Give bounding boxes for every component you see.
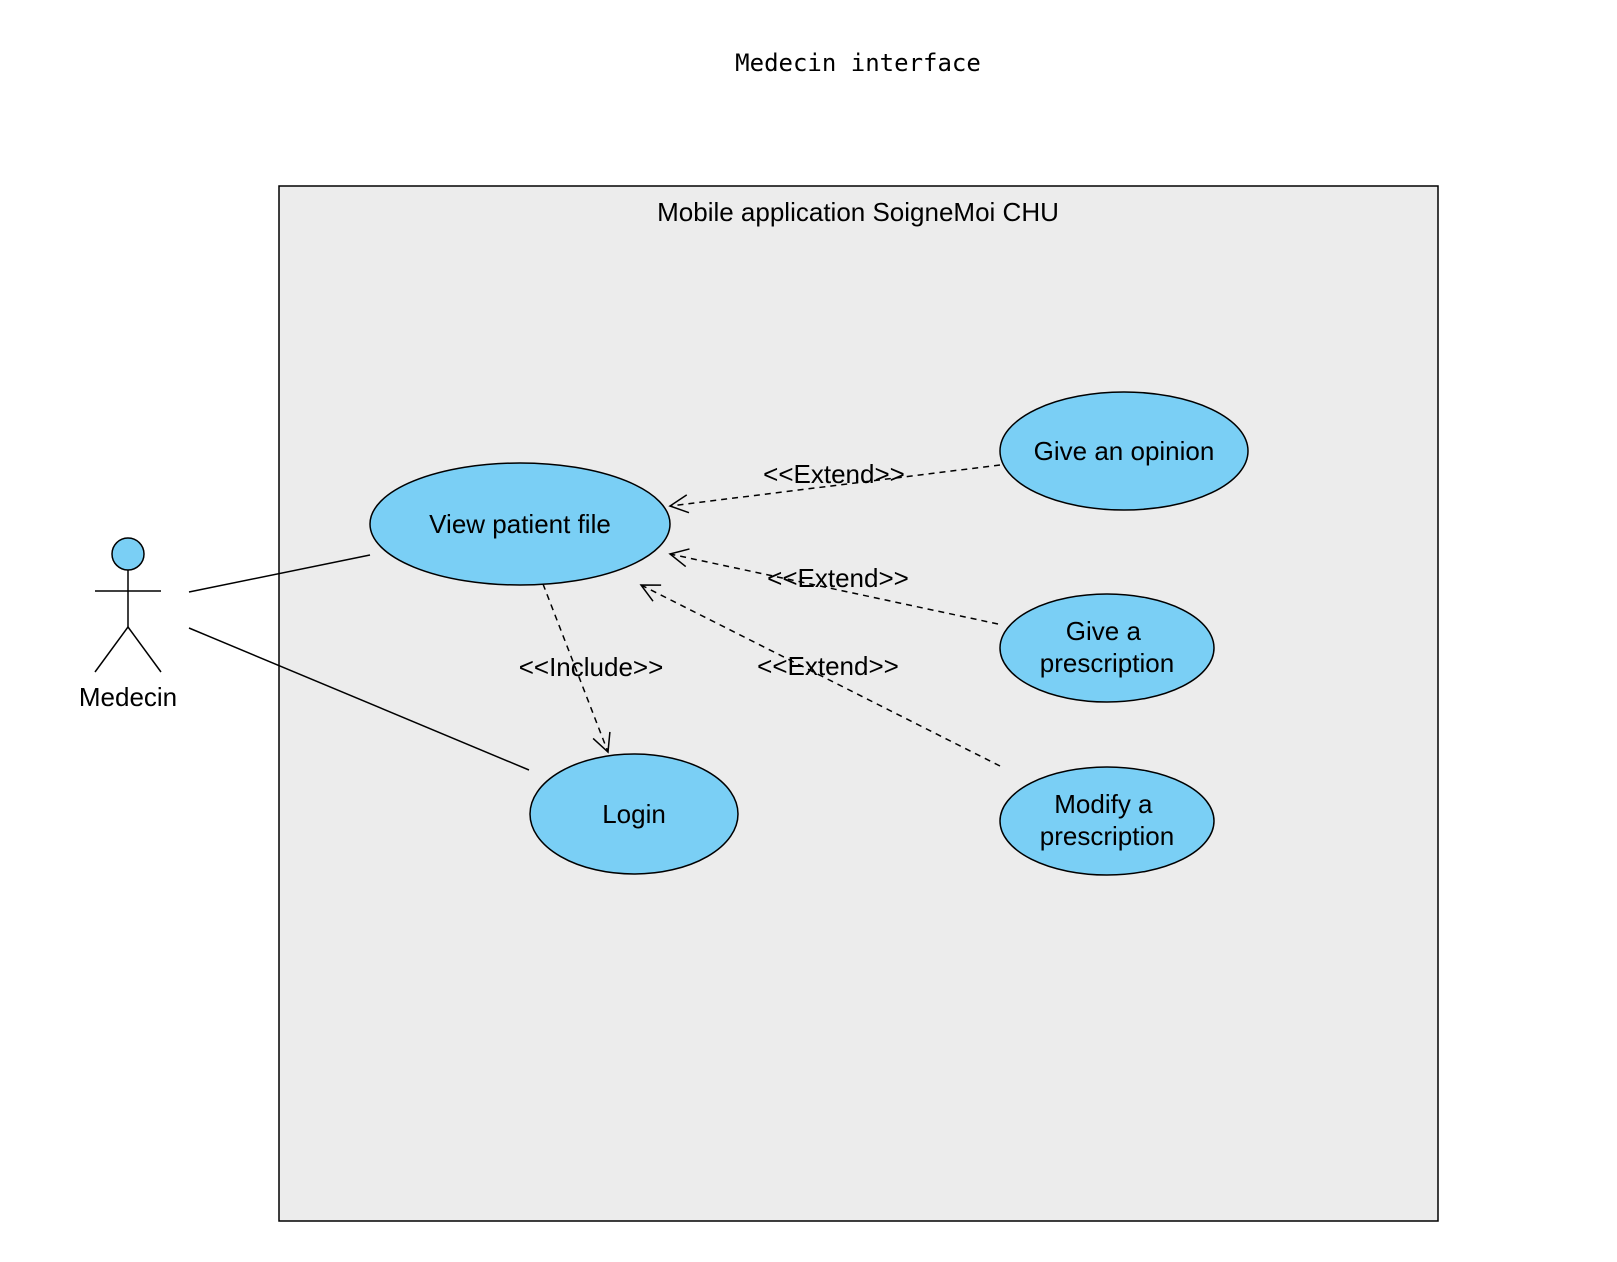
system-boundary xyxy=(278,185,1439,1222)
use-case-give-prescription-line2: prescription xyxy=(1040,648,1174,678)
use-case-give-opinion[interactable]: Give an opinion xyxy=(999,391,1249,511)
association-actor-login xyxy=(188,627,530,771)
include-arrow-login xyxy=(542,583,611,754)
actor-medecin[interactable]: Medecin xyxy=(79,537,177,712)
extend-arrow-modify-prescription xyxy=(639,584,1001,767)
use-case-modify-prescription-shape xyxy=(999,766,1215,876)
include-label: <<Include>> xyxy=(519,652,664,682)
use-case-give-prescription-line1: Give a xyxy=(1066,616,1142,646)
extend-label-modify-prescription: <<Extend>> xyxy=(757,651,899,681)
association-actor-view-patient-file xyxy=(188,554,371,593)
use-case-login-label: Login xyxy=(602,799,666,829)
use-case-give-opinion-label: Give an opinion xyxy=(1034,436,1215,466)
actor-head xyxy=(111,537,145,571)
use-case-modify-prescription-label: Modify a prescription xyxy=(1040,789,1174,851)
use-case-modify-prescription[interactable]: Modify a prescription xyxy=(999,766,1215,876)
use-case-give-prescription[interactable]: Give a prescription xyxy=(999,593,1215,703)
actor-right-leg xyxy=(127,626,162,673)
use-case-view-patient-file-shape xyxy=(369,462,671,586)
use-case-modify-prescription-line2: prescription xyxy=(1040,821,1174,851)
actor-label: Medecin xyxy=(79,682,177,712)
use-case-modify-prescription-line1: Modify a xyxy=(1054,789,1153,819)
use-case-give-opinion-shape xyxy=(999,391,1249,511)
use-case-give-prescription-label: Give a prescription xyxy=(1040,616,1174,678)
use-case-login[interactable]: Login xyxy=(529,753,739,875)
extend-arrow-give-prescription xyxy=(668,548,999,625)
use-case-view-patient-file[interactable]: View patient file xyxy=(369,462,671,586)
use-case-login-shape xyxy=(529,753,739,875)
extend-label-give-prescription: <<Extend>> xyxy=(767,563,909,593)
extend-arrow-give-opinion xyxy=(668,464,1001,514)
extend-label-give-opinion: <<Extend>> xyxy=(763,459,905,489)
diagram-title: Medecin interface xyxy=(735,49,981,77)
use-case-give-prescription-shape xyxy=(999,593,1215,703)
system-boundary-title: Mobile application SoigneMoi CHU xyxy=(657,197,1059,227)
use-case-view-patient-file-label: View patient file xyxy=(429,509,611,539)
actor-left-leg xyxy=(94,626,129,673)
